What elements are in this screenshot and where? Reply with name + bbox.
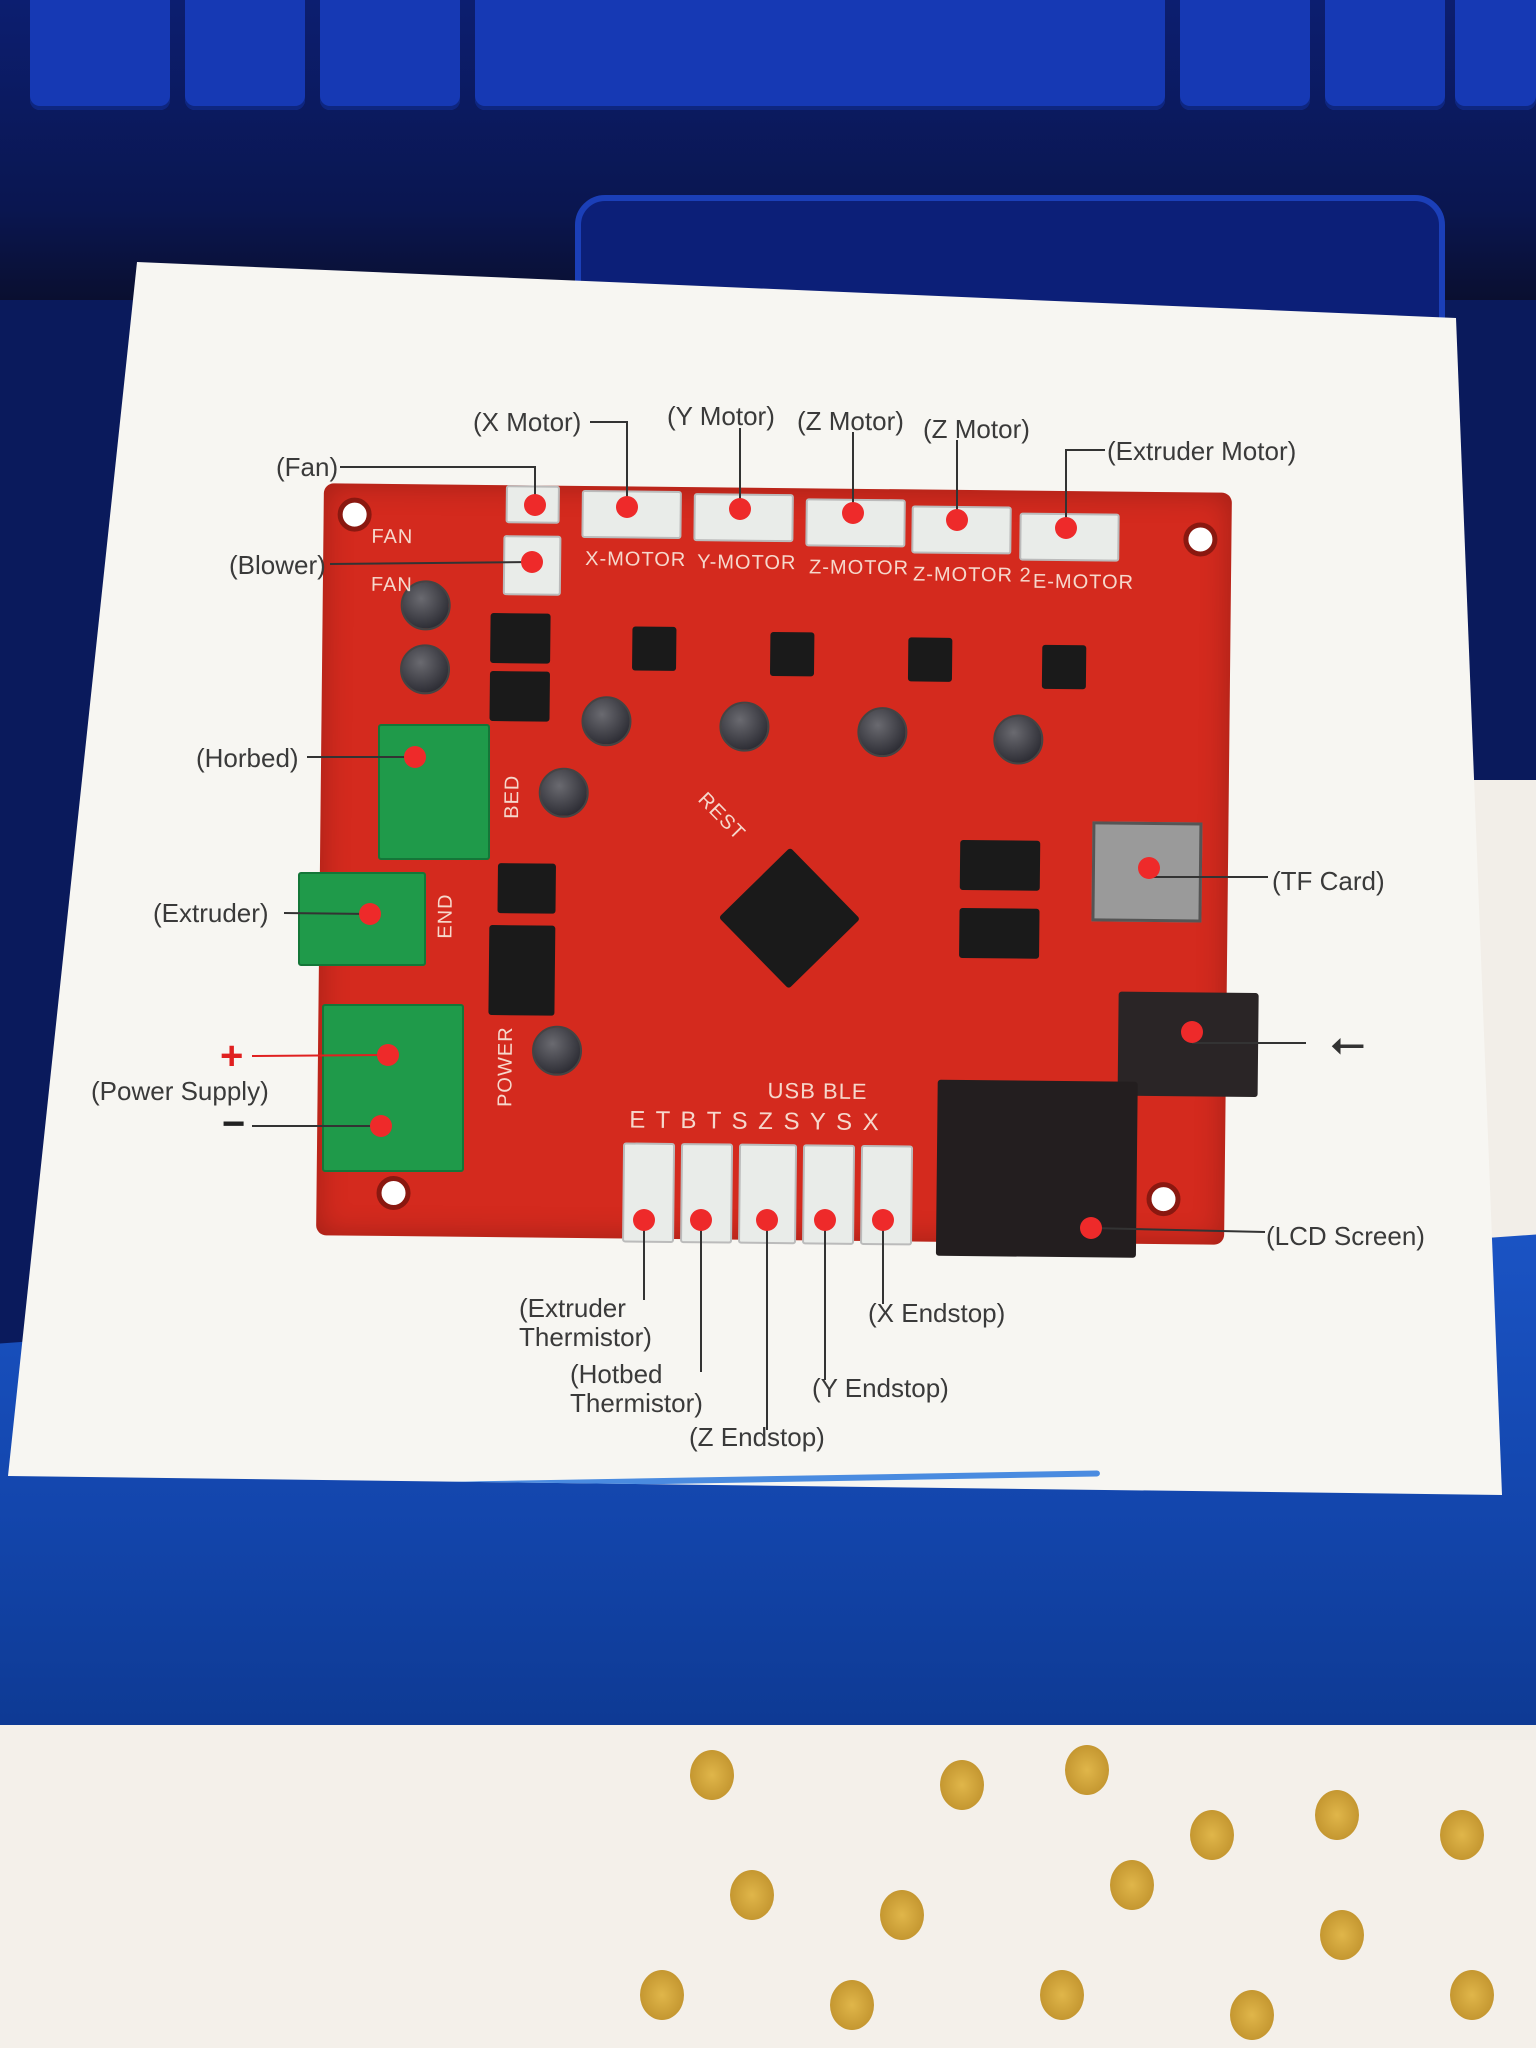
keyboard-key (30, 0, 170, 110)
x-motor-marker (616, 496, 638, 518)
keyboard-spacebar (475, 0, 1165, 110)
usb-icon: ⭠ (1330, 1019, 1366, 1068)
z-motor-label: (Z Motor) (797, 406, 904, 436)
power-terminal (322, 1004, 464, 1172)
x-motor-label: (X Motor) (473, 407, 582, 437)
extruder-thermistor-marker (633, 1209, 655, 1231)
z-motor-marker (842, 502, 864, 524)
fan-marker (524, 494, 546, 516)
hotbed-thermistor-marker (690, 1209, 712, 1231)
x-endstop-marker (872, 1209, 894, 1231)
fan-label: (Fan) (276, 452, 339, 482)
z-endstop-marker (756, 1209, 778, 1231)
minus-sign: − (222, 1102, 246, 1146)
extruder-motor-marker (1055, 517, 1077, 539)
tf-card-label: (TF Card) (1272, 866, 1385, 896)
lcd-screen-label: (LCD Screen) (1266, 1221, 1425, 1251)
power-supply-label: (Power Supply) (91, 1076, 269, 1106)
extruder-marker (359, 903, 381, 925)
label-line: (Extruder (519, 1293, 626, 1323)
horbed-label: (Horbed) (196, 743, 299, 773)
blower-marker (521, 551, 543, 573)
keyboard-key (1325, 0, 1445, 110)
y-motor-label: (Y Motor) (667, 401, 775, 431)
lcd-marker (1080, 1217, 1102, 1239)
y-motor-marker (729, 498, 751, 520)
tf-card-marker (1138, 857, 1160, 879)
label-line: Thermistor) (570, 1387, 703, 1418)
keyboard-key (1455, 0, 1536, 110)
horbed-marker (404, 746, 426, 768)
z-motor-2-marker (946, 509, 968, 531)
keyboard-key (185, 0, 305, 110)
power-minus-marker (370, 1115, 392, 1137)
keyboard-key (320, 0, 460, 110)
extruder-label: (Extruder) (153, 898, 269, 928)
blower-label: (Blower) (229, 550, 326, 580)
extruder-motor-label: (Extruder Motor) (1107, 436, 1297, 466)
power-plus-marker (377, 1044, 399, 1066)
z-endstop-label: (Z Endstop) (689, 1422, 825, 1452)
keyboard-background (0, 0, 1536, 300)
x-endstop-label: (X Endstop) (868, 1298, 1006, 1328)
label-line: (Hotbed (570, 1359, 663, 1389)
y-endstop-marker (814, 1209, 836, 1231)
usb-marker (1181, 1021, 1203, 1043)
z-motor-2-label: (Z Motor) (923, 414, 1030, 444)
y-endstop-label: (Y Endstop) (812, 1373, 949, 1403)
label-line: Thermistor) (519, 1321, 652, 1352)
dotted-cloth (0, 1720, 1536, 2048)
plus-sign: + (220, 1034, 244, 1078)
horbed-terminal (378, 724, 490, 860)
keyboard-key (1180, 0, 1310, 110)
